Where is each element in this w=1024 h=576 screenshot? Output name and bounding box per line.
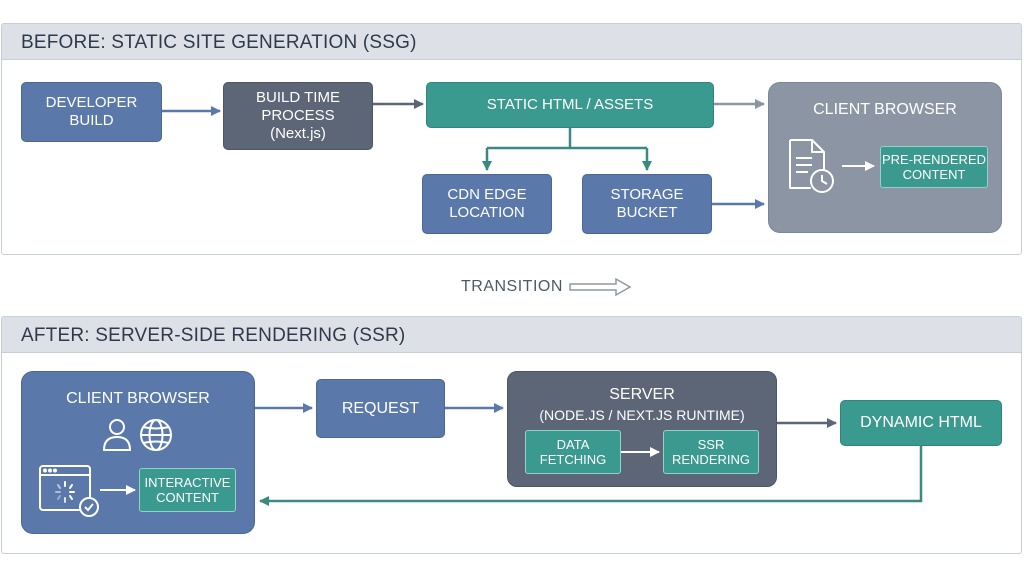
globe-icon	[140, 419, 172, 451]
data-fetching-node: DATA FETCHING	[525, 430, 621, 474]
data-fetching-line1: DATA	[556, 437, 590, 452]
developer-build-node: DEVELOPER BUILD	[21, 82, 162, 142]
transition-label: TRANSITION	[461, 278, 563, 295]
ssr-rendering-line1: SSR	[697, 437, 725, 452]
ssr-section-title: AFTER: SERVER-SIDE RENDERING (SSR)	[21, 325, 406, 346]
ssg-section-header: BEFORE: STATIC SITE GENERATION (SSG)	[1, 23, 1022, 59]
storage-bucket-node: STORAGE BUCKET	[582, 174, 712, 234]
dynamic-html-label: DYNAMIC HTML	[860, 414, 982, 431]
build-time-line3: (Next.js)	[270, 125, 326, 142]
build-time-process-node: BUILD TIME PROCESS (Next.js)	[223, 82, 373, 150]
storage-bucket-line1: STORAGE	[610, 186, 684, 203]
ssg-client-browser-label: CLIENT BROWSER	[813, 101, 957, 118]
interactive-line1: INTERACTIVE	[144, 475, 231, 490]
interactive-line2: CONTENT	[156, 490, 219, 505]
storage-bucket-line2: BUCKET	[616, 204, 678, 221]
data-fetching-line2: FETCHING	[539, 452, 607, 467]
static-html-label: STATIC HTML / ASSETS	[486, 96, 654, 113]
user-icon	[102, 419, 132, 451]
build-time-line2: PROCESS	[261, 107, 335, 124]
ssr-rendering-line2: RENDERING	[671, 452, 750, 467]
developer-build-line1: DEVELOPER	[45, 94, 138, 111]
request-node: REQUEST	[316, 379, 445, 438]
cdn-edge-line1: CDN EDGE	[447, 186, 527, 203]
interactive-content-node: INTERACTIVE CONTENT	[139, 468, 236, 512]
prerendered-content-node: PRE-RENDERED CONTENT	[880, 146, 988, 188]
arrow-dynamic-return-to-client	[259, 446, 923, 506]
ssr-rendering-node: SSR RENDERING	[663, 430, 759, 474]
build-time-line1: BUILD TIME	[256, 89, 340, 106]
arrow-static-split	[487, 128, 647, 150]
ssr-section-header: AFTER: SERVER-SIDE RENDERING (SSR)	[1, 316, 1022, 352]
server-subtitle: (NODE.JS / NEXT.JS RUNTIME)	[539, 407, 745, 423]
ssr-client-browser-label: CLIENT BROWSER	[66, 390, 210, 407]
developer-build-line2: BUILD	[69, 112, 114, 129]
document-clock-icon	[789, 139, 834, 193]
server-title: SERVER	[609, 386, 675, 403]
prerendered-line1: PRE-RENDERED	[881, 152, 986, 167]
request-label: REQUEST	[341, 399, 420, 417]
cdn-edge-line2: LOCATION	[449, 204, 525, 221]
prerendered-line2: CONTENT	[902, 167, 966, 182]
browser-window-loading-icon	[39, 465, 99, 517]
dynamic-html-node: DYNAMIC HTML	[840, 400, 1002, 446]
ssg-section-title: BEFORE: STATIC SITE GENERATION (SSG)	[21, 32, 417, 53]
cdn-edge-location-node: CDN EDGE LOCATION	[422, 174, 552, 234]
static-html-assets-node: STATIC HTML / ASSETS	[426, 82, 714, 128]
transition-arrow-icon	[569, 277, 632, 297]
